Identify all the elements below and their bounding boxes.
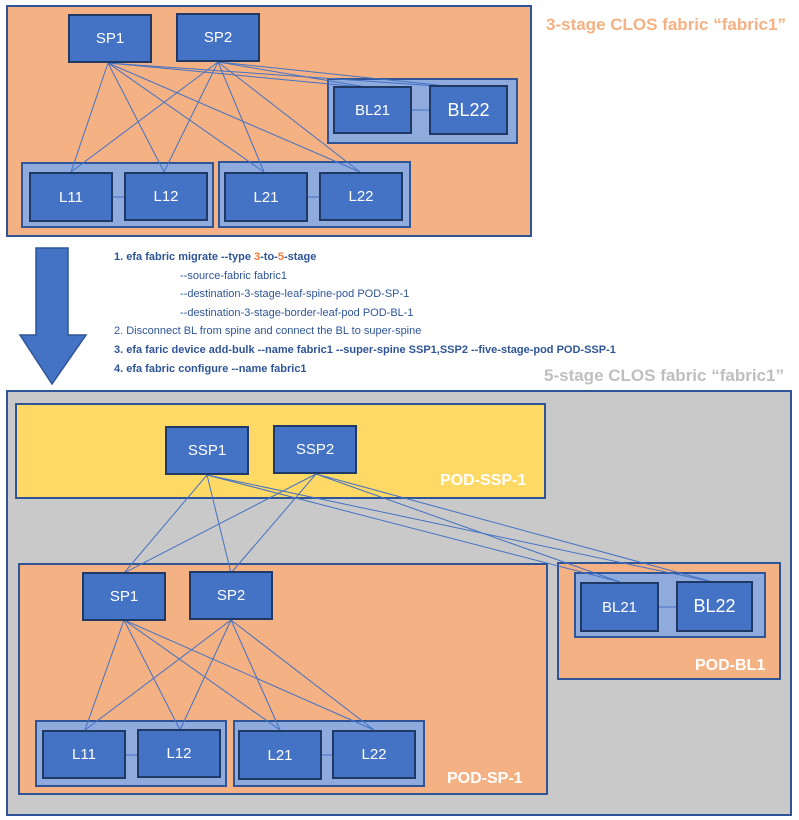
fabric1-5stage-title: 5-stage CLOS fabric “fabric1”: [544, 366, 784, 385]
super-spine-ssp2-node: SSP2: [273, 425, 357, 474]
pod-ssp-1-label: POD-SSP-1: [440, 472, 527, 489]
step-1-option-leaf-spine-pod: --destination-3-stage-leaf-spine-pod POD…: [180, 288, 410, 301]
step-1-option-source: --source-fabric fabric1: [180, 269, 287, 282]
super-spine-ssp1-node: SSP1: [165, 426, 249, 475]
migration-steps: 1. efa fabric migrate --type 3-to-5-stag…: [114, 248, 616, 378]
leaf-l21-node: L21: [224, 172, 308, 222]
pod-bl1-bl22-node: BL22: [676, 581, 753, 632]
spine-sp1-node: SP1: [68, 14, 152, 63]
step-2-text: 2. Disconnect BL from spine and connect …: [114, 325, 422, 338]
migration-down-arrow-icon: [18, 247, 88, 386]
border-leaf-bl22-node: BL22: [429, 85, 508, 135]
pod-sp-1-label: POD-SP-1: [447, 770, 523, 787]
pod-sp-1-leaf-l11-node: L11: [42, 730, 126, 779]
pod-sp-1-leaf-l12-node: L12: [137, 729, 221, 778]
pod-sp-1-leaf-l21-node: L21: [238, 730, 322, 780]
leaf-l12-node: L12: [124, 172, 208, 221]
border-leaf-bl21-node: BL21: [333, 86, 412, 134]
step-4-command: 4. efa fabric configure --name fabric1: [114, 362, 307, 375]
step-3-command: 3. efa faric device add-bulk --name fabr…: [114, 343, 616, 356]
spine-sp2-node: SP2: [176, 13, 260, 62]
pod-bl1-bl21-node: BL21: [580, 582, 659, 632]
pod-sp-1-spine-sp1-node: SP1: [82, 572, 166, 621]
fabric1-3stage-title: 3-stage CLOS fabric “fabric1”: [546, 15, 786, 34]
leaf-l11-node: L11: [29, 172, 113, 222]
pod-sp-1-leaf-l22-node: L22: [332, 730, 416, 779]
pod-sp-1-spine-sp2-node: SP2: [189, 571, 273, 620]
step-1-command: 1. efa fabric migrate --type 3-to-5-stag…: [114, 251, 317, 263]
step-1-option-border-leaf-pod: --destination-3-stage-border-leaf-pod PO…: [180, 306, 414, 319]
pod-bl1-label: POD-BL1: [695, 657, 766, 674]
leaf-l22-node: L22: [319, 172, 403, 221]
